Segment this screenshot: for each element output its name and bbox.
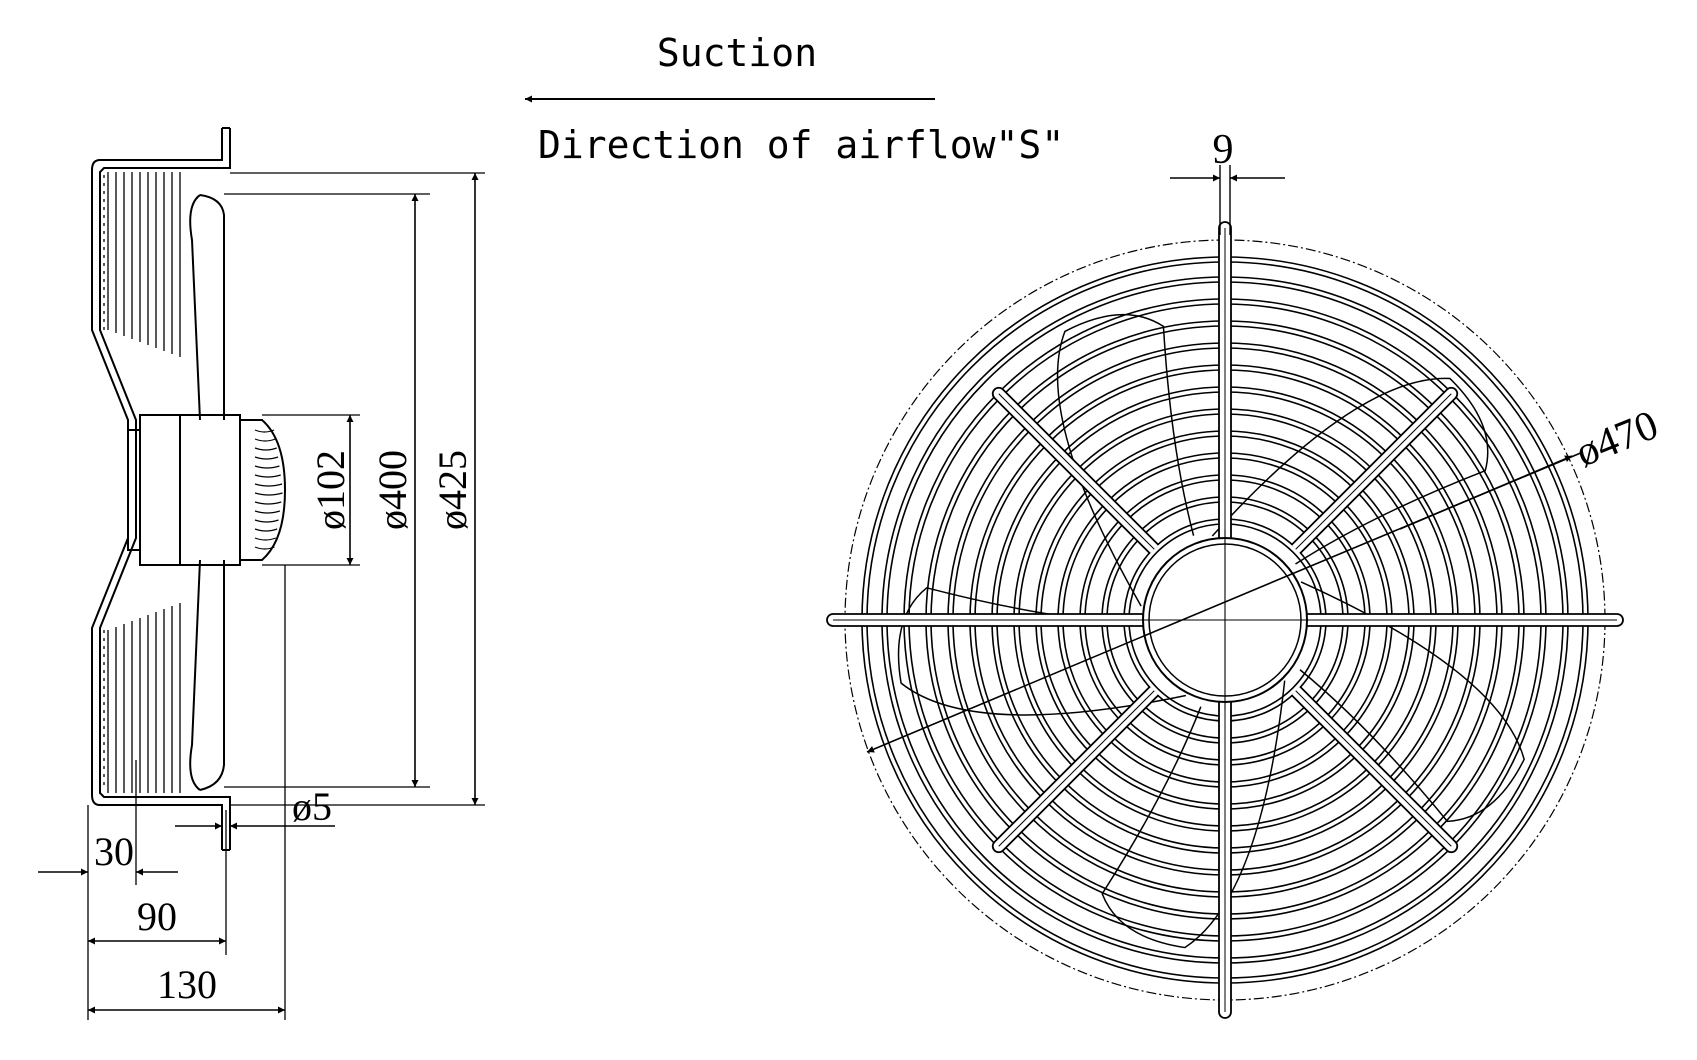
motor-fin (254, 546, 275, 550)
side-blade (189, 194, 225, 791)
side-motor (127, 414, 287, 566)
front-view: 9 ø470 (826, 127, 1665, 1019)
dim-depth-30: 30 (94, 829, 134, 874)
motor-fin (254, 429, 275, 433)
dim-outer-diameter: ø470 (1570, 402, 1665, 476)
motor-fin (254, 447, 277, 451)
airflow-header: Suction Direction of airflow"S" (525, 31, 1064, 167)
fan-blade (897, 586, 1187, 716)
fan-blade (1101, 680, 1286, 949)
front-guard-ribs (826, 221, 1624, 1019)
motor-cooling-fins (254, 429, 283, 550)
motor-fin (254, 519, 279, 523)
dim-depth-90: 90 (137, 894, 177, 939)
rib-width-dimension (1170, 165, 1285, 235)
motor-fin (254, 438, 276, 442)
side-guard-outline (91, 127, 231, 851)
fan-blade (1299, 581, 1525, 823)
side-view: ø102 ø400 ø425 ø5 30 90 130 (38, 127, 485, 1020)
motor-fin (254, 474, 281, 478)
motor-fin (254, 456, 279, 460)
dim-hole-diameter: ø5 (292, 784, 332, 829)
guard-rib-center (1295, 393, 1452, 550)
motor-fin (254, 537, 277, 541)
dim-hub-diameter: ø102 (308, 450, 353, 530)
motor-fin (254, 483, 283, 487)
suction-label: Suction (657, 31, 817, 75)
side-dimension-arrows (38, 173, 479, 1014)
motor-fin (254, 492, 283, 496)
dim-guard-diameter: ø425 (430, 450, 475, 530)
dim-rib-width: 9 (1213, 127, 1234, 173)
dim-depth-130: 130 (157, 962, 217, 1007)
motor-fin (254, 528, 278, 532)
front-center-lines (1135, 530, 1315, 710)
motor-fin (254, 510, 281, 514)
motor-fin (254, 465, 280, 469)
dim-blade-diameter: ø400 (370, 450, 415, 530)
guard-rib-center (998, 690, 1155, 847)
diameter-arrow-upper (1399, 455, 1573, 530)
airflow-direction-label: Direction of airflow"S" (538, 123, 1064, 167)
guard-rib-center (998, 393, 1155, 550)
guard-rib-center (1295, 690, 1452, 847)
side-extension-lines (87, 172, 485, 1020)
motor-fin (254, 501, 282, 505)
fan-blade (1056, 313, 1195, 607)
side-guard-ribs (103, 172, 181, 793)
fan-blade (1211, 377, 1489, 565)
